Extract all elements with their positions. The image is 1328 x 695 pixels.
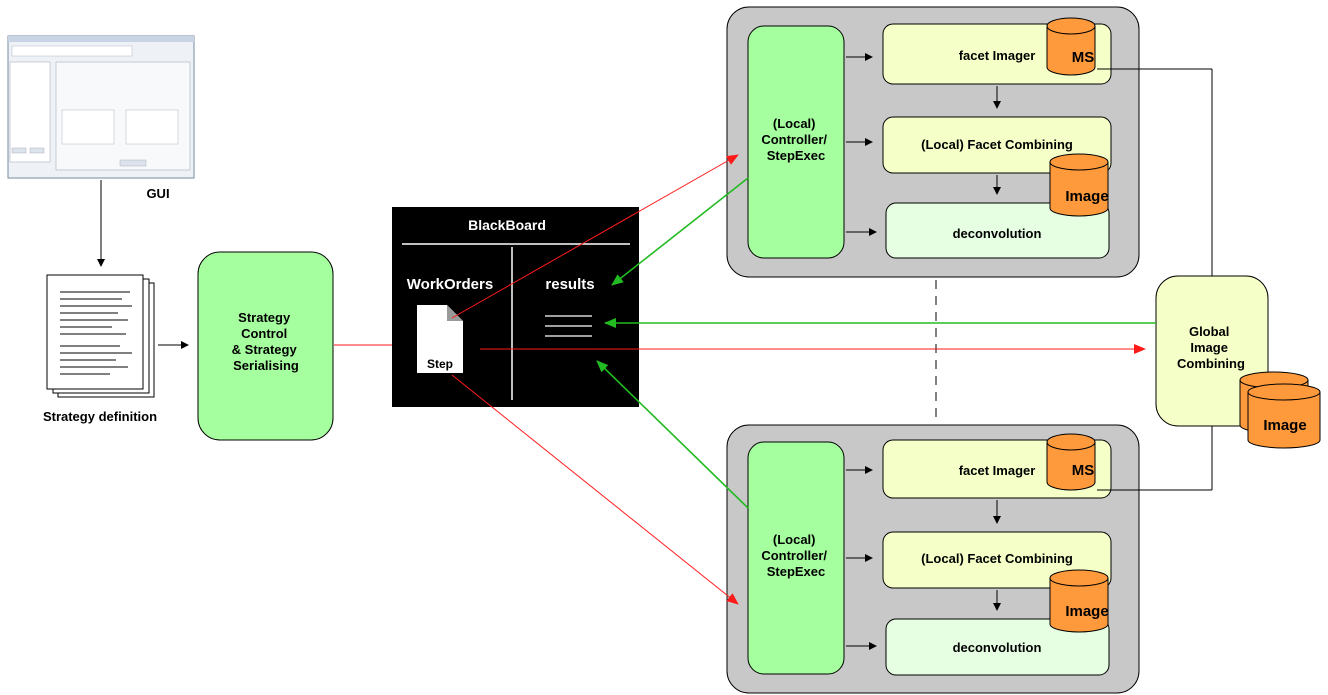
node-top-facet-imager-label: facet Imager <box>959 48 1036 63</box>
node-bottom-facet-combining-label: (Local) Facet Combining <box>921 551 1073 566</box>
strategy-control-line: Control <box>241 326 287 341</box>
node-bottom-deconvolution-label: deconvolution <box>953 640 1042 655</box>
node-top-controller-label: (Local) Controller/ StepExec <box>761 116 830 163</box>
node-top-deconvolution-box <box>885 202 1110 259</box>
node-bottom-image-cylinder-icon <box>1049 569 1109 633</box>
node-bottom-deconvolution-box <box>885 618 1110 676</box>
global-image-label: Image <box>1263 417 1306 434</box>
node-top-controller-line: Controller/ <box>761 132 827 147</box>
global-image-stack-icon <box>1239 371 1321 449</box>
gui-thumbnail <box>7 35 195 179</box>
global-combining-line: Global <box>1189 324 1229 339</box>
node-top-image-cylinder-icon <box>1049 153 1109 217</box>
strategy-control-label: Strategy Control & Strategy Serialising <box>232 310 301 373</box>
global-combining-label: Global Image Combining <box>1177 324 1245 371</box>
strategy-definition-label: Strategy definition <box>43 409 157 424</box>
node-top-internal-arrows <box>846 53 1001 236</box>
node-bottom-facet-imager-label: facet Imager <box>959 463 1036 478</box>
step-label: Step <box>427 357 453 371</box>
node-top-deconvolution-label: deconvolution <box>953 226 1042 241</box>
node-bottom-image-label: Image <box>1065 603 1108 620</box>
node-bottom-controller-line: Controller/ <box>761 548 827 563</box>
step-document-icon <box>417 305 463 373</box>
gui-label: GUI <box>146 186 169 201</box>
node-top-ms-label: MS <box>1072 49 1095 66</box>
results-label: results <box>545 276 594 293</box>
strategy-control-line: Strategy <box>238 310 291 325</box>
node-bottom-ms-label: MS <box>1072 462 1095 479</box>
global-combining-line: Combining <box>1177 356 1245 371</box>
node-bottom-controller-label: (Local) Controller/ StepExec <box>761 532 830 579</box>
node-top-ms-cylinder-icon <box>1046 17 1096 76</box>
step-to-node-bottom-arrow <box>451 374 739 605</box>
strategy-control-line: Serialising <box>233 358 299 373</box>
global-combining-line: Image <box>1190 340 1228 355</box>
step-to-node-top-arrow <box>451 154 739 319</box>
node-bottom-ms-cylinder-icon <box>1046 433 1096 491</box>
node-top-controller-box <box>747 25 845 259</box>
node-top-facet-combining-label: (Local) Facet Combining <box>921 137 1073 152</box>
node-top-to-results-arrow <box>611 177 749 286</box>
node-bottom-controller-line: (Local) <box>773 532 816 547</box>
blackboard-title: BlackBoard <box>468 217 546 233</box>
strategy-document-icon <box>46 274 155 398</box>
workorders-label: WorkOrders <box>407 276 493 293</box>
node-bottom-to-results-arrow <box>596 360 749 509</box>
node-top-controller-line: (Local) <box>773 116 816 131</box>
node-bottom-controller-line: StepExec <box>767 564 826 579</box>
strategy-control-line: & Strategy <box>232 342 298 357</box>
strategy-control-box <box>197 251 334 441</box>
node-top-image-label: Image <box>1065 188 1108 205</box>
results-lines-icon <box>545 315 592 337</box>
node-bottom-controller-box <box>747 441 845 675</box>
node-bottom-internal-arrows <box>846 466 1001 650</box>
node-top-controller-line: StepExec <box>767 148 826 163</box>
